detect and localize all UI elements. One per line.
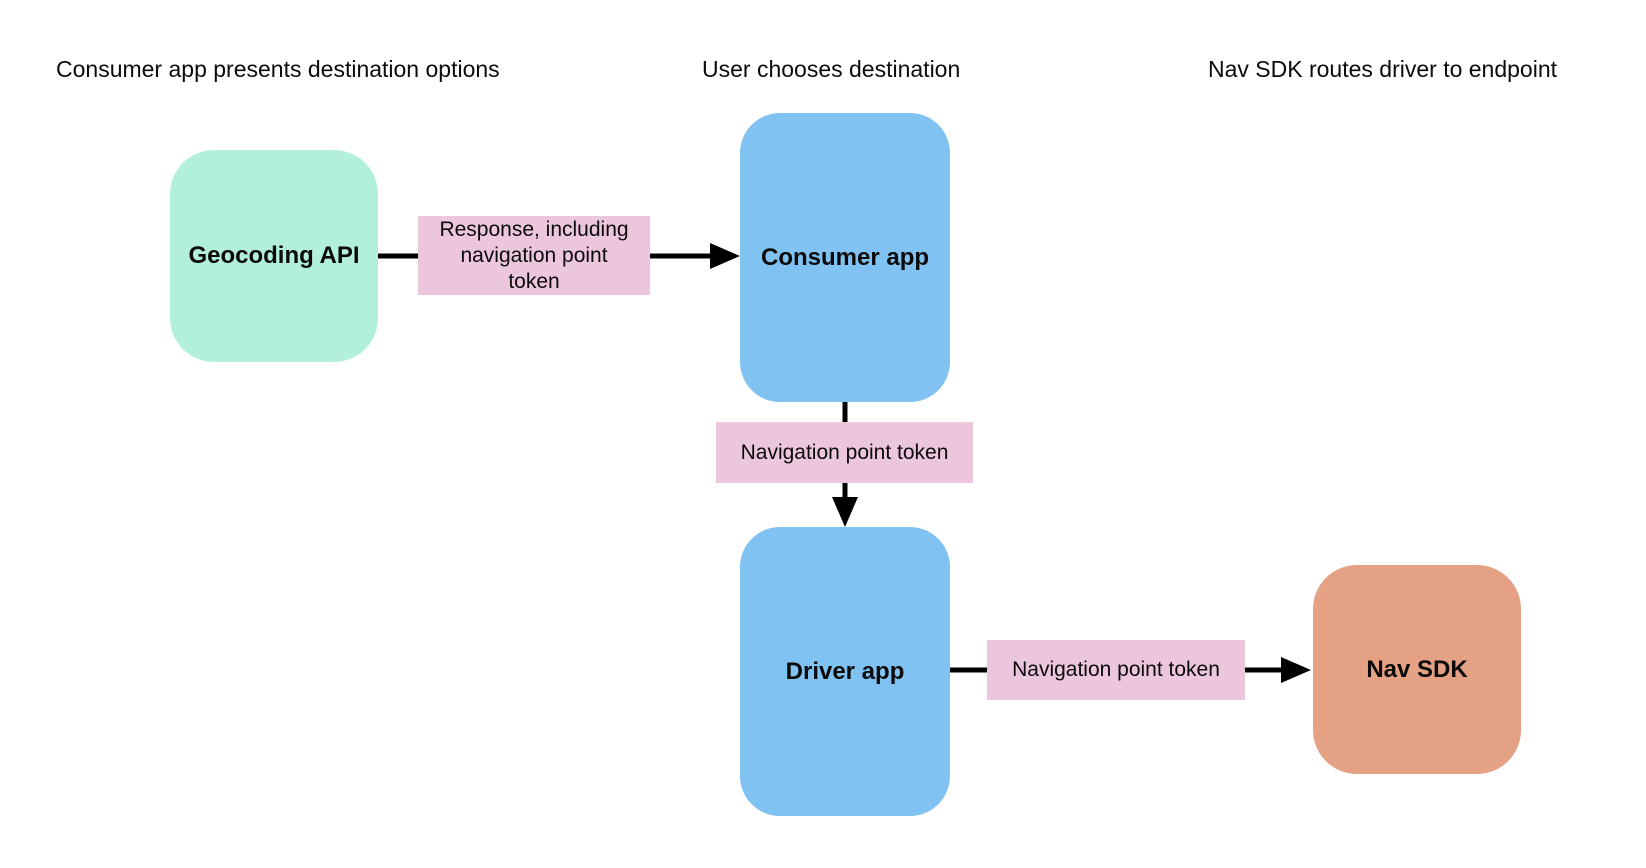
node-geocoding-api: Geocoding API <box>170 150 378 362</box>
node-consumer-app: Consumer app <box>740 113 950 402</box>
node-label-geocoding-api: Geocoding API <box>188 242 360 269</box>
node-label-driver-app: Driver app <box>785 657 905 685</box>
column-header-user-chooses: User chooses destination <box>702 56 961 82</box>
arrowhead-down-icon <box>832 497 858 527</box>
node-driver-app: Driver app <box>740 527 950 816</box>
node-label-consumer-app: Consumer app <box>760 243 930 271</box>
node-nav-sdk: Nav SDK <box>1313 565 1521 774</box>
node-label-nav-sdk: Nav SDK <box>1366 655 1468 683</box>
column-header-navsdk-routes: Nav SDK routes driver to endpoint <box>1208 56 1558 82</box>
edge-label-navigation-point-token-2: Navigation point token <box>987 640 1245 700</box>
arrowhead-right-icon <box>1281 657 1311 683</box>
column-header-consumer-presents: Consumer app presents destination option… <box>56 56 500 82</box>
arrowhead-right-icon <box>710 243 740 269</box>
edge-label-response-including-token: Response, including navigation point tok… <box>418 216 650 295</box>
edge-label-navigation-point-token-1: Navigation point token <box>716 422 973 483</box>
